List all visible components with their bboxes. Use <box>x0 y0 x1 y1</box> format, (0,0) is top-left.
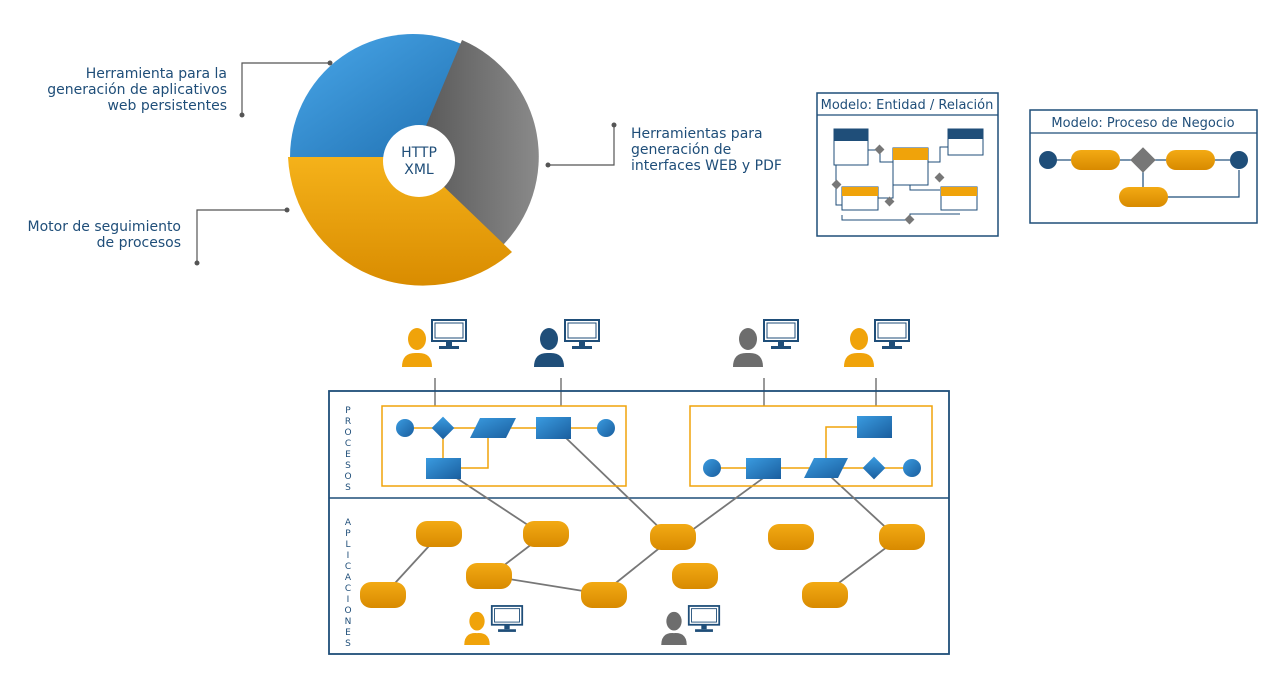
layer-letter: P <box>345 406 351 416</box>
layer-letter: N <box>345 617 352 627</box>
layer-letter: E <box>345 450 351 460</box>
layer-letter: I <box>347 595 350 605</box>
layer-letter: O <box>344 428 351 438</box>
layer-letter: C <box>345 439 351 449</box>
monitor-icon <box>874 319 910 350</box>
monitor-icon <box>687 605 721 633</box>
layer-letter: C <box>345 584 351 594</box>
layer-letter: C <box>345 562 351 572</box>
user-icon <box>844 328 874 367</box>
layer-letter: R <box>345 417 351 427</box>
user-icon <box>534 328 564 367</box>
layer-letter: S <box>345 483 351 493</box>
layers-frame <box>328 390 950 655</box>
layer-letter: S <box>345 639 351 649</box>
pie-center-line2: XML <box>404 162 434 178</box>
app-node <box>650 524 696 550</box>
user-icon <box>402 328 432 367</box>
app-node <box>523 521 569 547</box>
pie-chart: HTTP XML <box>288 34 539 286</box>
app-node <box>466 563 512 589</box>
bottom-users <box>464 605 721 645</box>
layer-letter: L <box>345 540 350 550</box>
app-node <box>802 582 848 608</box>
monitor-icon <box>564 319 600 350</box>
bp-model-box: Modelo: Proceso de Negocio <box>1029 109 1258 224</box>
layer-letter: I <box>347 551 350 561</box>
layer-letter: O <box>344 472 351 482</box>
leader-lines <box>194 60 617 266</box>
label-web-tool-1: Herramienta para la <box>86 66 227 82</box>
monitor-icon <box>763 319 799 350</box>
label-interface-tool: Herramientas para generación de interfac… <box>631 126 782 174</box>
layer-letter: S <box>345 461 351 471</box>
label-process-engine: Motor de seguimiento de procesos <box>28 219 181 251</box>
label-web-tool-2: generación de aplicativos <box>47 82 227 98</box>
monitor-icon <box>431 319 467 350</box>
process-group-2 <box>689 405 933 487</box>
user-links <box>434 378 877 406</box>
app-node <box>360 582 406 608</box>
app-node <box>768 524 814 550</box>
app-node <box>879 524 925 550</box>
pie-center-line1: HTTP <box>401 145 437 161</box>
monitor-icon <box>490 605 524 633</box>
app-node <box>672 563 718 589</box>
app-node <box>416 521 462 547</box>
application-nodes <box>360 521 925 608</box>
label-web-tool-3: web persistentes <box>107 98 227 114</box>
layer-letter: P <box>345 529 351 539</box>
layer-letter: A <box>345 518 352 528</box>
process-group-1 <box>381 405 627 487</box>
pie-slice-orange <box>288 157 512 286</box>
layer-letter: E <box>345 628 351 638</box>
label-web-tool: Herramienta para la generación de aplica… <box>47 66 227 114</box>
layer-letter: A <box>345 573 352 583</box>
layer-letter: O <box>344 606 351 616</box>
er-model-title: Modelo: Entidad / Relación <box>821 98 994 113</box>
er-model-box: Modelo: Entidad / Relación <box>816 92 999 237</box>
pie-center-disc <box>383 125 455 197</box>
label-interface-tool-3: interfaces WEB y PDF <box>631 158 782 174</box>
label-process-engine-1: Motor de seguimiento <box>28 219 181 235</box>
user-icon <box>464 611 490 645</box>
bp-model-title: Modelo: Proceso de Negocio <box>1051 116 1234 131</box>
layer-label-procesos: P R O C E S O S <box>344 406 351 493</box>
label-interface-tool-2: generación de <box>631 142 731 158</box>
label-interface-tool-1: Herramientas para <box>631 126 763 142</box>
app-node <box>581 582 627 608</box>
user-icon <box>661 611 687 645</box>
layer-label-aplicaciones: A P L I C A C I O N E S <box>344 518 351 649</box>
top-users <box>402 319 910 367</box>
label-process-engine-2: de procesos <box>97 235 181 251</box>
user-icon <box>733 328 763 367</box>
pie-slice-gray <box>413 40 539 248</box>
